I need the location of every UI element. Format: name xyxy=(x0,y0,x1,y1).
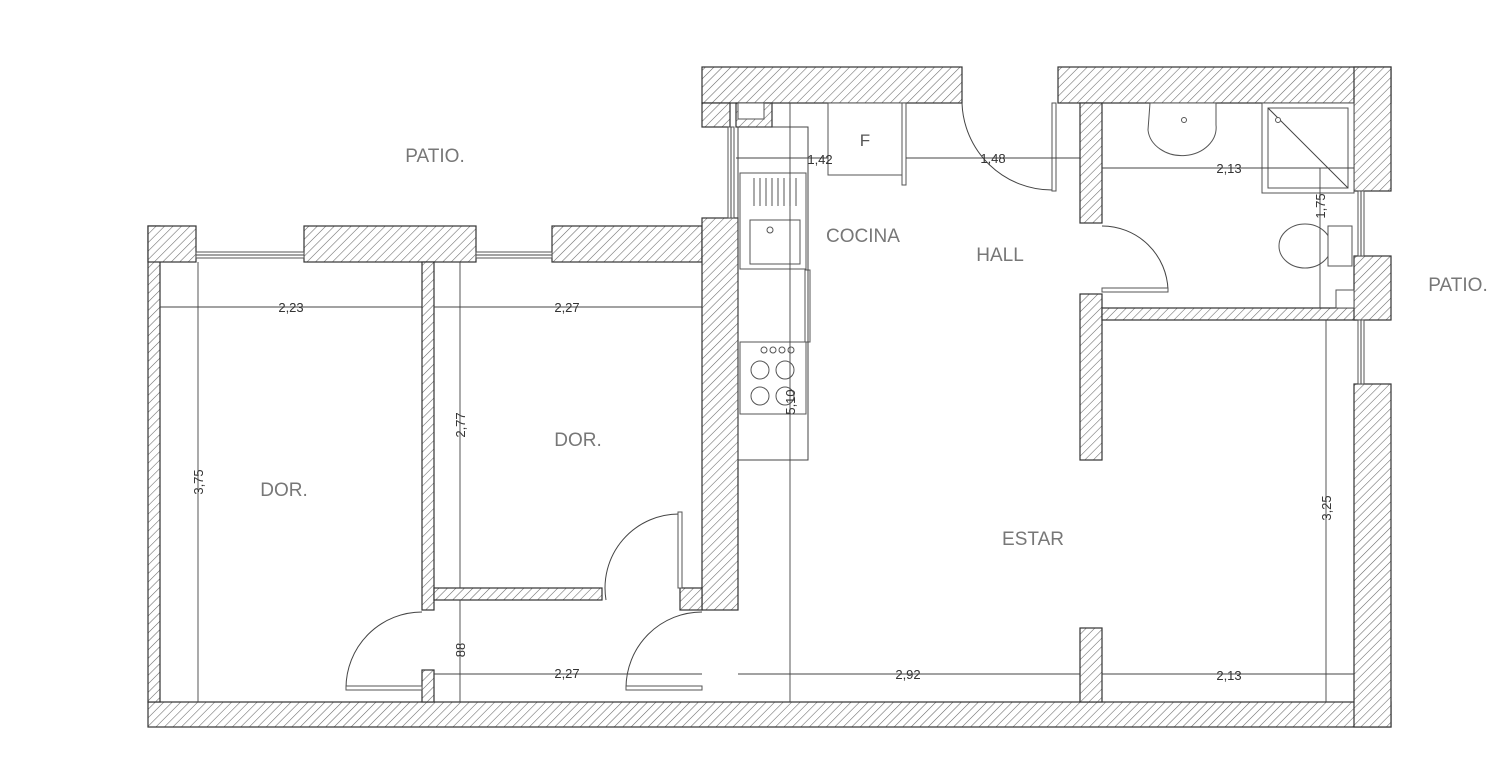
dim-corridor-depth: 88 xyxy=(453,643,468,657)
fridge-label: F xyxy=(860,131,870,150)
dim-bath-width: 2,13 xyxy=(1216,161,1241,176)
windows xyxy=(195,126,1365,385)
dim-living-width: 2,92 xyxy=(895,667,920,682)
dim-living-depth: 5,10 xyxy=(783,389,798,414)
room-labels: PATIO. PATIO. COCINA HALL DOR. DOR. ESTA… xyxy=(260,131,1487,550)
dimension-labels: 1,42 1,48 2,13 1,75 2,23 2,27 3,75 2,77 … xyxy=(191,151,1334,683)
dim-dor-mid-depth: 2,77 xyxy=(453,412,468,437)
room-label-dor-mid: DOR. xyxy=(554,430,602,451)
dim-estar-right-depth: 3,25 xyxy=(1319,495,1334,520)
room-label-estar: ESTAR xyxy=(1002,529,1064,550)
kitchen-fixtures xyxy=(737,102,907,461)
room-label-dor-left: DOR. xyxy=(260,480,308,501)
dimension-lines xyxy=(160,103,1354,702)
room-label-hall: HALL xyxy=(976,245,1024,266)
room-label-patio-right: PATIO. xyxy=(1428,275,1487,296)
dim-dor-left-width: 2,23 xyxy=(278,300,303,315)
dim-dor-left-depth: 3,75 xyxy=(191,469,206,494)
dim-corridor-width: 2,27 xyxy=(554,666,579,681)
walls xyxy=(147,66,1392,728)
dim-bath-depth: 1,75 xyxy=(1313,193,1328,218)
dim-estar-right-width: 2,13 xyxy=(1216,668,1241,683)
dim-kitchen-width: 1,42 xyxy=(807,152,832,167)
room-label-cocina: COCINA xyxy=(826,226,900,247)
bathroom-fixtures xyxy=(1147,102,1355,309)
dim-hall-width: 1,48 xyxy=(980,151,1005,166)
fridge-outline xyxy=(827,102,903,176)
room-label-patio-top: PATIO. xyxy=(405,146,464,167)
dim-dor-mid-width: 2,27 xyxy=(554,300,579,315)
doors xyxy=(345,102,1169,691)
